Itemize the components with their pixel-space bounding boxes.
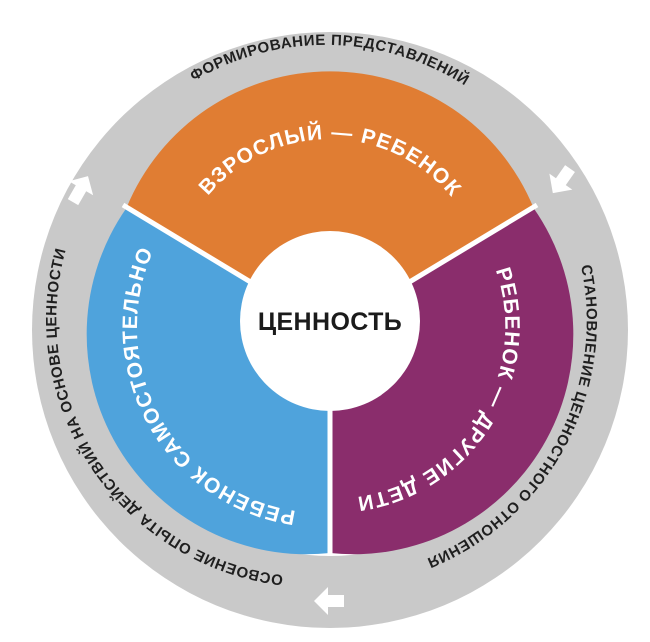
center-circle: [240, 231, 420, 411]
arrow-left-icon: [67, 176, 94, 206]
segment-adult-child: [126, 71, 534, 330]
arrow-right-icon: [549, 165, 575, 194]
arrow-bottom-icon: [314, 587, 344, 615]
center-label: ЦЕННОСТЬ: [258, 308, 402, 336]
